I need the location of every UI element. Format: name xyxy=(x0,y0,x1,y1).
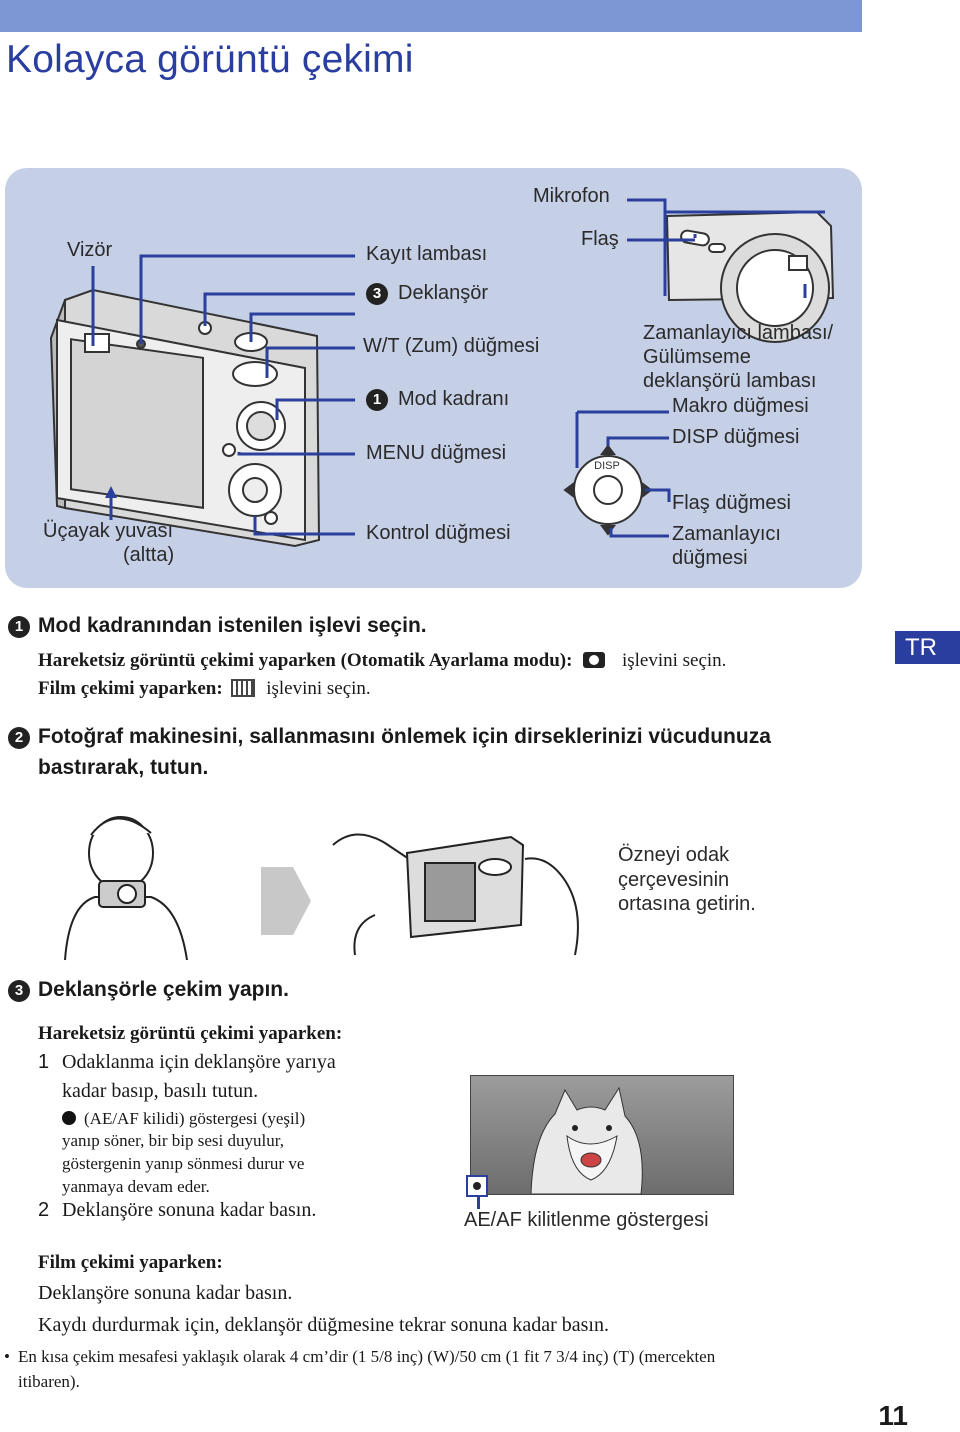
label-flas: Flaş xyxy=(581,228,619,250)
label-ucayak: Üçayak yuvası xyxy=(43,520,174,542)
ae-af-leader xyxy=(477,1197,480,1209)
label-kayit-lambasi: Kayıt lambası xyxy=(366,243,488,265)
leader-lines xyxy=(91,198,825,538)
ae-af-indicator-icon xyxy=(466,1175,488,1197)
step-1-line-still: Hareketsiz görüntü çekimi yaparken (Otom… xyxy=(38,650,727,671)
film-icon xyxy=(231,679,256,697)
label-zamanlayici-lambasi: Zamanlayıcı lambası/ xyxy=(643,322,834,344)
camera-diagram-panel: DISP Mikrofon Vizör Kayıt lambası Flaş 3… xyxy=(5,168,862,588)
film-heading: Film çekimi yaparken: xyxy=(38,1252,223,1273)
note-line-d: yanmaya devam eder. xyxy=(62,1177,210,1196)
camera-front-illustration xyxy=(665,210,835,343)
page-title: Kolayca görüntü çekimi xyxy=(6,38,414,81)
holding-camera-illustration xyxy=(64,816,579,961)
step-1-line-film: Film çekimi yaparken: işlevini seçin. xyxy=(38,678,371,699)
item-1-text-a: Odaklanma için deklanşöre yarıya xyxy=(62,1051,336,1073)
label-gulumseme: Gülümseme xyxy=(643,346,751,368)
camera-back-illustration xyxy=(49,288,321,548)
footnote-line-2: itibaren). xyxy=(18,1372,80,1391)
footnote-bullet: • xyxy=(4,1347,10,1366)
disp-small-label: DISP xyxy=(594,460,620,472)
camera-icon xyxy=(583,652,606,668)
step-badge-3: 3 xyxy=(366,283,388,305)
label-wt-zum: W/T (Zum) düğmesi xyxy=(363,335,540,357)
dog-illustration xyxy=(530,1086,643,1195)
label-vizor: Vizör xyxy=(67,239,113,261)
ae-af-caption: AE/AF kilitlenme göstergesi xyxy=(464,1209,709,1231)
label-flas-dugmesi: Flaş düğmesi xyxy=(672,492,791,514)
caption-subject-3: ortasına getirin. xyxy=(618,893,756,915)
label-menu: MENU düğmesi xyxy=(366,442,507,464)
camera-diagram-svg: DISP xyxy=(49,198,835,548)
tripod-arrow xyxy=(105,486,117,520)
step-2-badge: 2 xyxy=(8,727,30,749)
language-tab: TR xyxy=(895,631,960,664)
note-line-b: yanıp söner, bir bip sesi duyulur, xyxy=(62,1131,284,1150)
label-ucayak-altta: (altta) xyxy=(123,544,175,566)
note-line-c: göstergenin yanıp sönmesi durur ve xyxy=(62,1154,305,1173)
item-2-num: 2 xyxy=(38,1199,50,1221)
footnote-line-1: En kısa çekim mesafesi yaklaşık olarak 4… xyxy=(18,1347,716,1366)
label-kontrol: Kontrol düğmesi xyxy=(366,522,511,544)
label-zamanlayici: Zamanlayıcı xyxy=(672,523,781,545)
label-disp: DISP düğmesi xyxy=(672,426,800,448)
note-line-a: (AE/AF kilidi) göstergesi (yeşil) xyxy=(62,1109,305,1129)
label-deklansoru-lambasi: deklanşörü lambası xyxy=(643,370,817,392)
label-mikrofon: Mikrofon xyxy=(533,185,610,207)
dog-photo xyxy=(470,1075,734,1195)
caption-subject-1: Özneyi odak xyxy=(618,844,730,866)
caption-subject-2: çerçevesinin xyxy=(618,869,730,891)
item-2-text: Deklanşöre sonuna kadar basın. xyxy=(62,1199,317,1221)
label-makro: Makro düğmesi xyxy=(672,395,809,417)
top-color-bar xyxy=(0,0,862,32)
label-zamanlayici-dugmesi: düğmesi xyxy=(672,547,748,569)
film-line-2: Kaydı durdurmak için, deklanşör düğmesin… xyxy=(38,1314,609,1336)
ae-af-dot-icon xyxy=(62,1111,76,1125)
arrow-right-shape xyxy=(261,867,311,935)
film-line-1: Deklanşöre sonuna kadar basın. xyxy=(38,1282,293,1304)
step-2-heading-cont: bastırarak, tutun. xyxy=(38,756,209,779)
step-3-badge: 3 xyxy=(8,980,30,1002)
step-badge-1: 1 xyxy=(366,389,388,411)
still-heading: Hareketsiz görüntü çekimi yaparken: xyxy=(38,1023,343,1044)
page-number: 11 xyxy=(878,1400,908,1431)
item-1-text-b: kadar basıp, basılı tutun. xyxy=(62,1080,259,1102)
item-1-num: 1 xyxy=(38,1051,50,1073)
step-1-badge: 1 xyxy=(8,616,30,638)
